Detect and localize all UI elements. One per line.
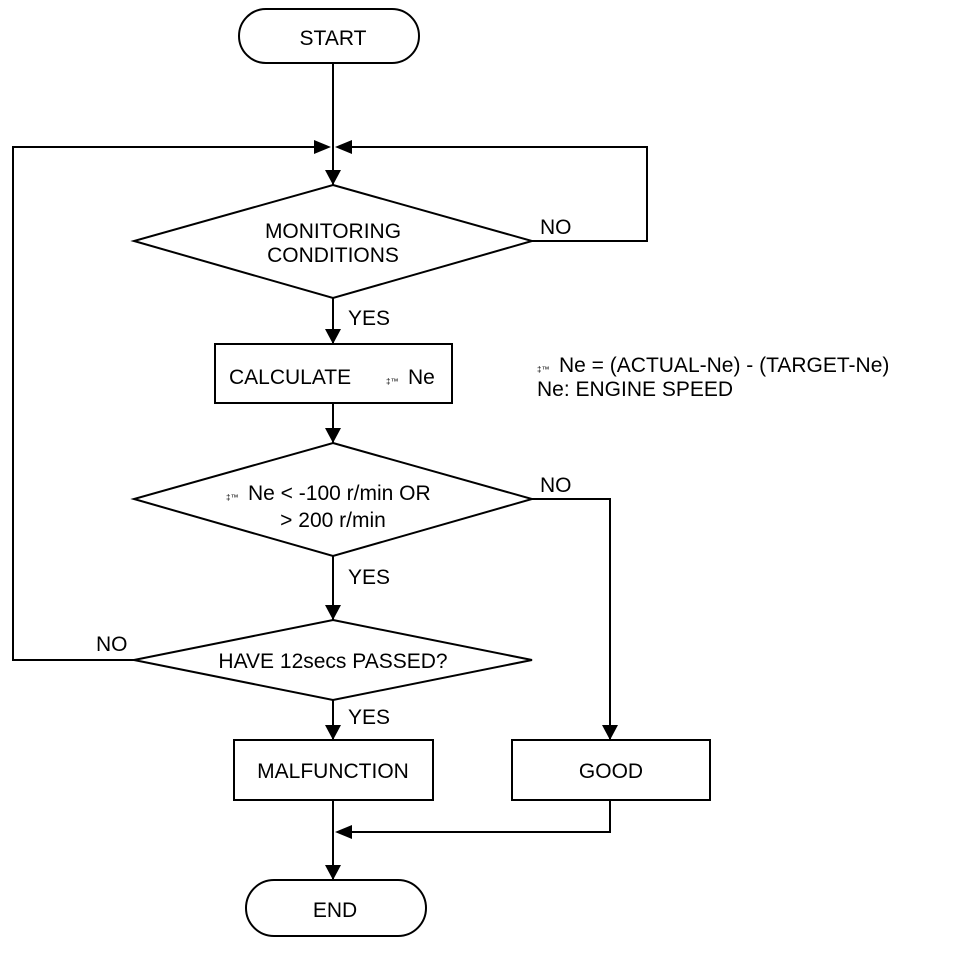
good-process: GOOD: [511, 739, 711, 801]
monitoring-yes-label: YES: [348, 307, 390, 330]
end-node: END: [245, 879, 427, 937]
start-node: START: [238, 8, 420, 64]
monitoring-conditions-decision: MONITORING CONDITIONS: [130, 183, 536, 300]
end-label: END: [313, 899, 357, 922]
arrowhead-down: [325, 428, 341, 443]
calculate-ne-label: Ne: [408, 366, 435, 389]
arrowhead-right: [314, 140, 331, 154]
calculate-label: CALCULATE: [229, 366, 351, 389]
calculate-process: CALCULATE ‡™ Ne: [214, 343, 453, 404]
note-line1: Ne = (ACTUAL-Ne) - (TARGET-Ne): [559, 354, 889, 377]
delta-symbol: ‡™: [386, 377, 398, 386]
have12-no-label: NO: [96, 633, 128, 656]
definition-note: ‡™ Ne = (ACTUAL-Ne) - (TARGET-Ne) Ne: EN…: [537, 354, 889, 401]
connector-monitoring-no-loop: [341, 146, 648, 242]
note-line2: Ne: ENGINE SPEED: [537, 378, 733, 401]
arrowhead-down: [325, 170, 341, 185]
monitoring-label-line2: CONDITIONS: [267, 244, 399, 267]
connector-check-no: [532, 498, 611, 740]
have12-label: HAVE 12secs PASSED?: [218, 650, 447, 673]
arrowhead-down: [602, 725, 618, 740]
check-no-label: NO: [540, 474, 572, 497]
delta-symbol: ‡™: [226, 493, 238, 502]
arrowhead-down: [325, 865, 341, 880]
monitoring-no-label: NO: [540, 216, 572, 239]
arrowhead-down: [325, 605, 341, 620]
check-label-line2: > 200 r/min: [280, 509, 386, 532]
arrowhead-down: [325, 329, 341, 344]
delta-symbol: ‡™: [537, 365, 549, 374]
connector-have12-no-loop: [12, 146, 325, 661]
check-label-line1: Ne < -100 r/min OR: [248, 482, 431, 505]
check-yes-label: YES: [348, 566, 390, 589]
arrowhead-left: [335, 140, 352, 154]
malfunction-label: MALFUNCTION: [257, 760, 409, 783]
have12-yes-label: YES: [348, 706, 390, 729]
good-label: GOOD: [579, 760, 643, 783]
monitoring-label-line1: MONITORING: [265, 220, 401, 243]
start-label: START: [300, 27, 367, 50]
connector-good-join: [343, 800, 611, 833]
arrowhead-down: [325, 725, 341, 740]
ne-threshold-decision: ‡™ Ne < -100 r/min OR > 200 r/min: [130, 441, 536, 558]
arrowhead-left: [335, 825, 352, 839]
malfunction-process: MALFUNCTION: [233, 739, 434, 801]
time-passed-decision: HAVE 12secs PASSED?: [133, 618, 533, 702]
